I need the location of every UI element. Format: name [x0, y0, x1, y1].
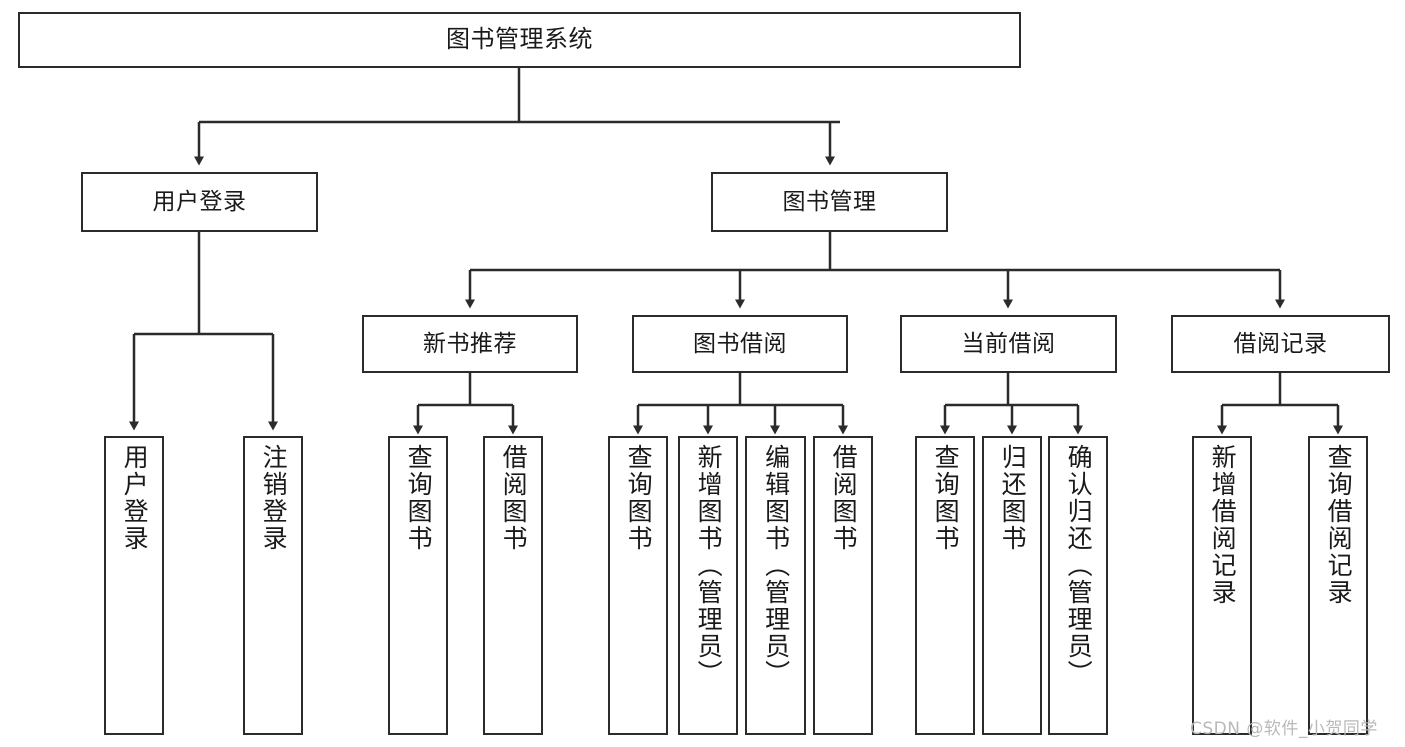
node-borrow-record-label: 借阅记录	[1233, 330, 1328, 357]
node-leaf-query-book-2-label: 查询图书	[624, 444, 654, 552]
node-leaf-borrow-book-1[interactable]: 借阅图书	[483, 436, 543, 735]
node-current-borrow[interactable]: 当前借阅	[900, 315, 1117, 373]
node-root[interactable]: 图书管理系统	[18, 12, 1021, 68]
node-leaf-query-book-1-label: 查询图书	[404, 444, 434, 552]
node-leaf-query-book-3-label: 查询图书	[931, 444, 961, 552]
node-leaf-edit-book[interactable]: 编辑图书（管理员）	[745, 436, 806, 735]
node-book-borrow[interactable]: 图书借阅	[632, 315, 848, 373]
node-book-manage-label: 图书管理	[782, 188, 877, 215]
node-leaf-confirm-return-label: 确认归还（管理员）	[1064, 444, 1094, 687]
node-leaf-user-login[interactable]: 用户登录	[104, 436, 164, 735]
csdn-watermark: CSDN @软件_小贺同学	[1190, 719, 1378, 739]
node-leaf-query-record-label: 查询借阅记录	[1324, 444, 1354, 606]
node-leaf-logout-label: 注销登录	[259, 444, 289, 552]
node-user-login-label: 用户登录	[152, 188, 247, 215]
node-user-login[interactable]: 用户登录	[81, 172, 318, 232]
node-leaf-borrow-book-1-label: 借阅图书	[499, 444, 529, 552]
node-leaf-add-book[interactable]: 新增图书（管理员）	[678, 436, 738, 735]
node-leaf-confirm-return[interactable]: 确认归还（管理员）	[1048, 436, 1108, 735]
node-leaf-add-record-label: 新增借阅记录	[1208, 444, 1238, 606]
node-borrow-record[interactable]: 借阅记录	[1171, 315, 1390, 373]
node-leaf-add-book-label: 新增图书（管理员）	[694, 444, 724, 687]
node-leaf-add-record[interactable]: 新增借阅记录	[1192, 436, 1252, 735]
node-new-book-rec-label: 新书推荐	[423, 330, 517, 357]
node-leaf-query-book-3[interactable]: 查询图书	[915, 436, 975, 735]
node-leaf-logout[interactable]: 注销登录	[243, 436, 303, 735]
node-leaf-query-record[interactable]: 查询借阅记录	[1308, 436, 1368, 735]
node-leaf-edit-book-label: 编辑图书（管理员）	[761, 444, 791, 687]
node-leaf-query-book-2[interactable]: 查询图书	[608, 436, 668, 735]
node-new-book-rec[interactable]: 新书推荐	[362, 315, 578, 373]
node-leaf-return-book[interactable]: 归还图书	[982, 436, 1042, 735]
node-leaf-return-book-label: 归还图书	[998, 444, 1028, 552]
node-leaf-borrow-book-2-label: 借阅图书	[829, 444, 859, 552]
node-book-manage[interactable]: 图书管理	[711, 172, 948, 232]
node-current-borrow-label: 当前借阅	[961, 330, 1056, 357]
node-leaf-borrow-book-2[interactable]: 借阅图书	[813, 436, 873, 735]
node-book-borrow-label: 图书借阅	[693, 330, 787, 357]
node-leaf-query-book-1[interactable]: 查询图书	[388, 436, 448, 735]
node-root-label: 图书管理系统	[446, 25, 593, 54]
node-leaf-user-login-label: 用户登录	[120, 444, 150, 552]
